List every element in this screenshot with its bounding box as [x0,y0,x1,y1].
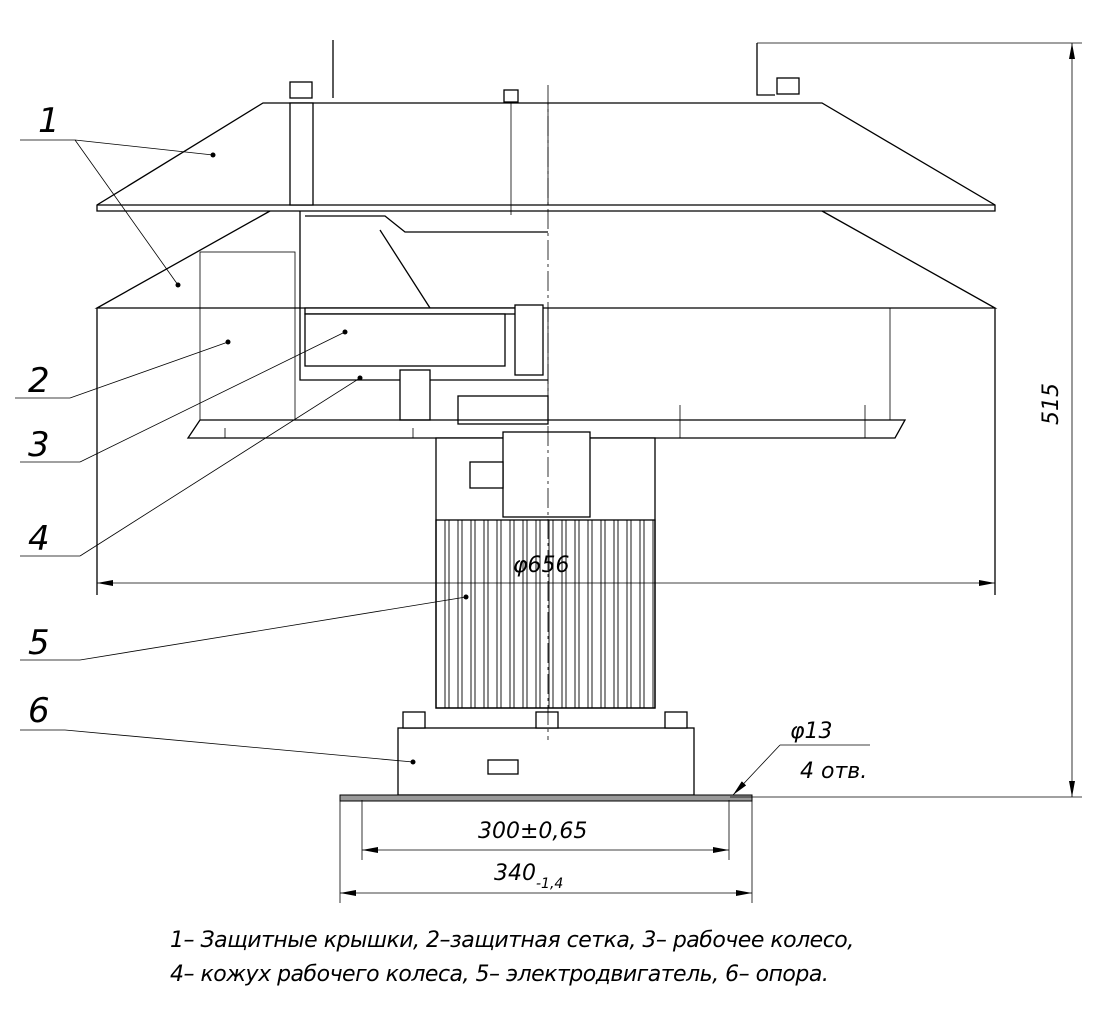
protective-mesh-right [547,307,891,421]
base-width-tolerance: -1,4 [536,876,563,892]
base-width-value: 340 [494,861,536,886]
hole-callout: φ13 4 отв. [732,719,870,796]
hole-count: 4 отв. [800,759,867,784]
dimension-hole-spacing: 300±0,65 [361,800,730,860]
part-labels: 1 2 3 4 5 6 [15,101,469,765]
label-5: 5 [28,623,50,663]
protective-mesh-left [199,251,296,421]
dimension-diameter: φ656 [97,553,995,586]
label-3: 3 [28,425,50,465]
hole-diameter: φ13 [790,719,833,744]
label-2: 2 [28,361,50,401]
caption-line-1: 1– Защитные крышки, 2–защитная сетка, 3–… [170,928,854,953]
label-6: 6 [28,691,50,731]
dimension-height: 515 [730,42,1082,798]
diameter-value: φ656 [513,553,570,578]
electric-motor [435,431,656,709]
upper-protective-cap [96,40,996,215]
label-4: 4 [28,519,50,559]
lower-protective-cap [94,210,998,595]
hole-spacing-value: 300±0,65 [478,819,587,844]
label-1: 1 [38,101,60,141]
support-base [339,711,753,802]
height-value: 515 [1039,383,1064,425]
caption-line-2: 4– кожух рабочего колеса, 5– электродвиг… [170,962,829,987]
impeller-housing [299,211,548,421]
svg-text:340-1,4: 340-1,4 [494,861,563,892]
dimension-base-width: 340-1,4 [339,801,753,903]
